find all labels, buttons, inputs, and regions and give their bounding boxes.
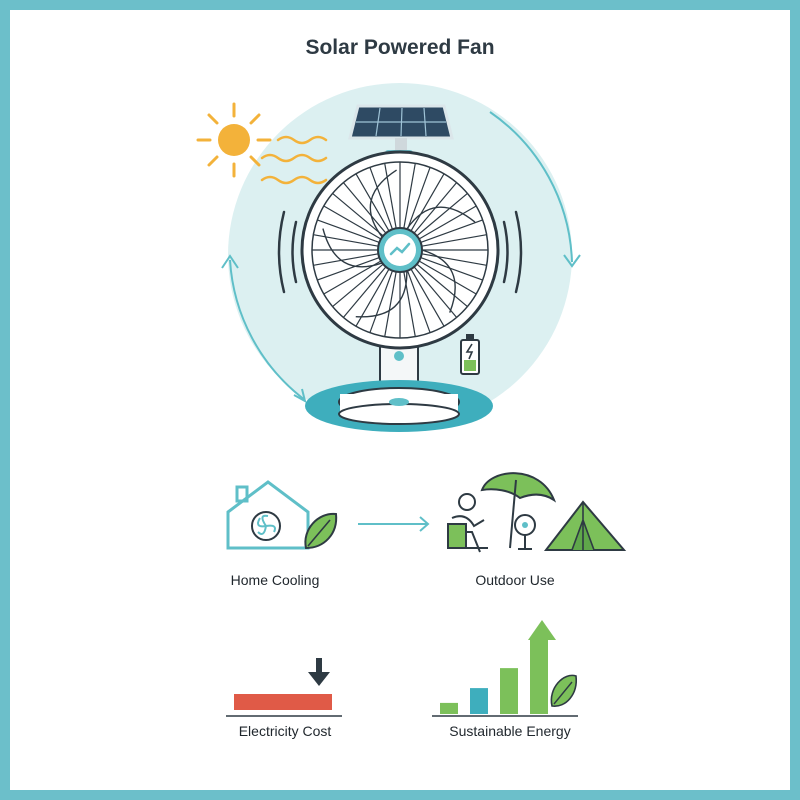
fan-icon: [300, 150, 500, 432]
electricity-cost-chart: [226, 658, 342, 717]
energy-bar: [500, 668, 518, 714]
arrow-down-icon: [308, 658, 330, 686]
outdoor-use-label: Outdoor Use: [475, 572, 555, 588]
home-cooling-label: Home Cooling: [230, 572, 320, 588]
leaf-icon: [550, 674, 577, 707]
energy-bar: [440, 702, 458, 714]
sustainable-energy-label: Sustainable Energy: [449, 723, 571, 739]
small-fan-icon: [514, 514, 536, 550]
umbrella-icon: [480, 472, 557, 549]
heat-wave-icon: [260, 135, 328, 185]
battery-icon: [460, 334, 480, 375]
sustainable-energy-chart: [432, 620, 578, 717]
electricity-cost-label: Electricity Cost: [238, 723, 332, 739]
arrow-up-icon: [528, 620, 556, 640]
energy-bar: [470, 688, 488, 714]
person-icon: [447, 493, 488, 553]
cycle-arrows: [221, 111, 581, 403]
house-icon: [226, 480, 310, 550]
arrow-right-icon: [358, 516, 430, 532]
tent-icon: [543, 500, 627, 551]
energy-bar: [530, 640, 548, 714]
solar-panel-icon: [348, 104, 454, 150]
leaf-icon: [304, 512, 338, 550]
page-title: Solar Powered Fan: [305, 36, 495, 59]
airflow-arcs: [277, 210, 523, 294]
sun-icon: [196, 102, 272, 178]
